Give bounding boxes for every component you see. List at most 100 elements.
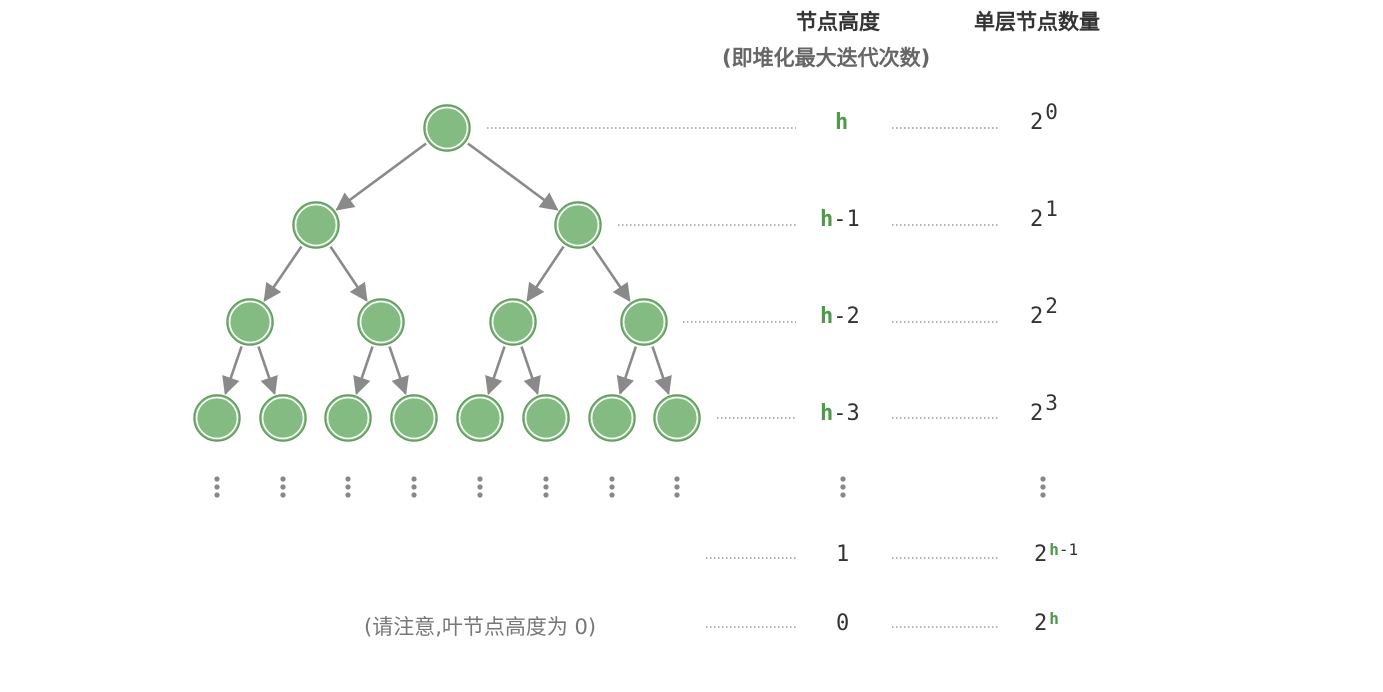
tree-node-ring [423, 104, 471, 152]
count-exponent: 2 [1045, 294, 1058, 318]
tree-edge [651, 346, 672, 396]
ellipsis-dot [345, 476, 351, 482]
tree-node [326, 396, 370, 440]
count-base: 2 [1030, 401, 1044, 426]
tree-node [294, 203, 338, 247]
exponent-rest: 0 [1045, 100, 1058, 124]
tree-edge [526, 245, 565, 302]
count-base: 2 [1034, 542, 1048, 567]
height-ellipsis-dot [840, 492, 846, 498]
ellipsis-dot [214, 484, 220, 490]
tree-node-ring [620, 298, 668, 346]
tree-edge [257, 346, 278, 396]
height-column-subtitle: (即堆化最大迭代次数) [722, 46, 931, 70]
height-ellipsis-dot [840, 484, 846, 490]
ellipsis-dot [345, 492, 351, 498]
tree-node [458, 396, 502, 440]
tree-edge [616, 346, 638, 396]
tree-node-ring [259, 394, 307, 442]
exponent-rest: -1 [1058, 540, 1079, 559]
tree-node-ring [324, 394, 372, 442]
height-offset: -3 [833, 401, 860, 426]
ellipsis-dot [543, 476, 549, 482]
height-offset: 0 [836, 611, 850, 636]
ellipsis-dot [280, 476, 286, 482]
tree-node-ring [522, 394, 570, 442]
tree-node-ring [554, 201, 602, 249]
count-base: 2 [1030, 304, 1044, 329]
height-var: h [820, 401, 834, 426]
tree-edge [591, 245, 631, 303]
tree-edge [335, 142, 427, 211]
height-var: h [835, 110, 849, 135]
count-exponent: 3 [1045, 391, 1058, 415]
ellipsis-dot [674, 476, 680, 482]
tree-node [359, 300, 403, 344]
height-label: h-1 [820, 207, 860, 232]
count-ellipsis-dot [1040, 492, 1046, 498]
ellipsis-dot [411, 492, 417, 498]
count-column-title: 单层节点数量 [974, 10, 1100, 34]
ellipsis-dot [345, 484, 351, 490]
count-ellipsis-dot [1040, 484, 1046, 490]
ellipsis-dot [411, 484, 417, 490]
height-offset: -1 [833, 207, 860, 232]
height-var: h [820, 207, 834, 232]
ellipsis-dot [214, 492, 220, 498]
height-var: h [820, 304, 834, 329]
tree-node-ring [456, 394, 504, 442]
count-base: 2 [1034, 611, 1048, 636]
tree-node-ring [489, 298, 537, 346]
ellipsis-dot [609, 476, 615, 482]
tree-node [261, 396, 305, 440]
count-label: 22 [1030, 294, 1058, 329]
tree-edge [520, 346, 541, 396]
tree-node-ring [357, 298, 405, 346]
tree-edge [329, 245, 368, 302]
tree-node [622, 300, 666, 344]
ellipsis-dot [543, 492, 549, 498]
tree-node [655, 396, 699, 440]
tree-edge [222, 346, 243, 396]
height-offset: -2 [833, 304, 860, 329]
count-label: 21 [1030, 197, 1058, 232]
height-offset: 1 [836, 542, 850, 567]
tree-edge [353, 346, 374, 396]
ellipsis-dot [477, 492, 483, 498]
tree-node-ring [292, 201, 340, 249]
count-exponent: h [1049, 609, 1059, 628]
ellipsis-dot [411, 476, 417, 482]
count-label: 20 [1030, 100, 1058, 135]
tree-node-ring [588, 394, 636, 442]
count-base: 2 [1030, 110, 1044, 135]
exponent-rest: 1 [1045, 197, 1058, 221]
tree-node-ring [390, 394, 438, 442]
ellipsis-dot [674, 484, 680, 490]
tree-edge [485, 346, 506, 396]
exponent-var: h [1049, 540, 1059, 559]
tree-node-ring [226, 298, 274, 346]
tree-node [524, 396, 568, 440]
count-ellipsis-dot [1040, 476, 1046, 482]
ellipsis-dot [477, 476, 483, 482]
count-exponent: 0 [1045, 100, 1058, 124]
count-base: 2 [1030, 207, 1044, 232]
height-ellipsis-dot [840, 476, 846, 482]
tree-node [590, 396, 634, 440]
tree-node [425, 106, 469, 150]
ellipsis-dot [609, 492, 615, 498]
ellipsis-dot [477, 484, 483, 490]
ellipsis-dot [674, 492, 680, 498]
height-label: h [835, 110, 848, 135]
height-label: 0 [836, 611, 849, 636]
tree-node [556, 203, 600, 247]
exponent-rest: 2 [1045, 294, 1058, 318]
ellipsis-dot [280, 492, 286, 498]
ellipsis-dot [609, 484, 615, 490]
ellipsis-dot [214, 476, 220, 482]
height-label: h-3 [820, 401, 860, 426]
tree-node [392, 396, 436, 440]
count-exponent: 1 [1045, 197, 1058, 221]
leaf-height-note: (请注意,叶节点高度为 0) [364, 615, 597, 639]
